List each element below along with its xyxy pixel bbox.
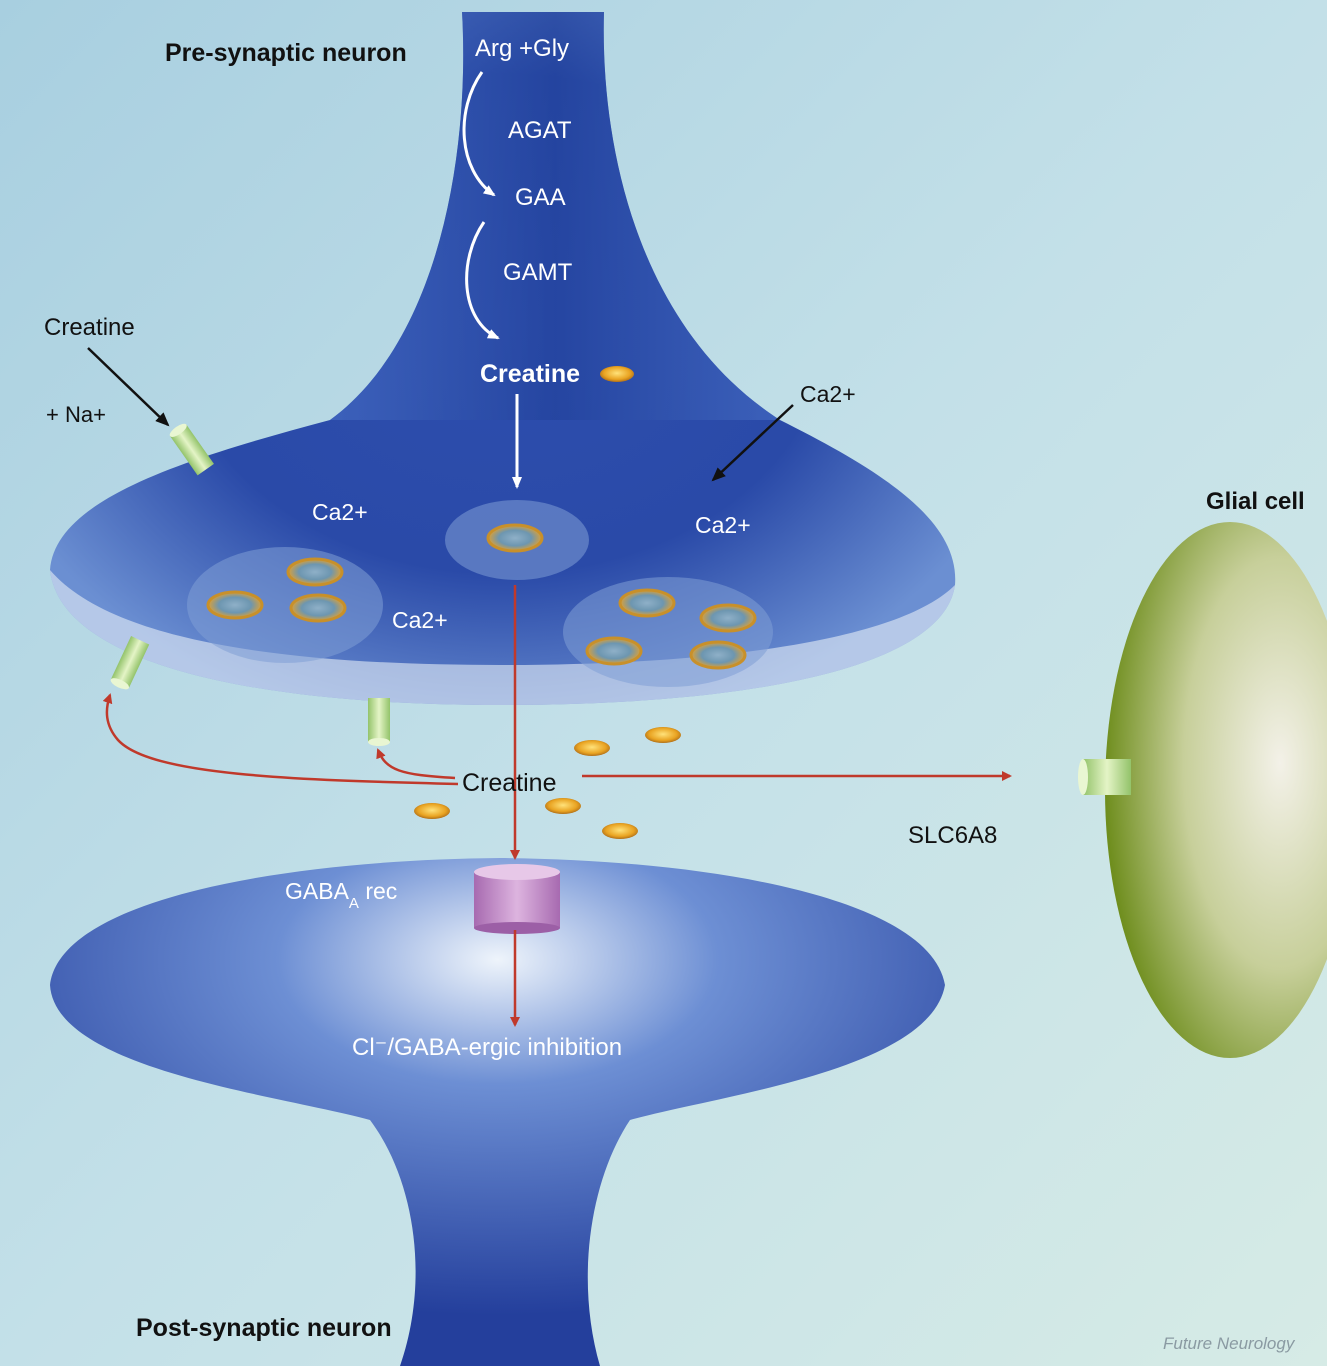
gamt-label: GAMT [503, 259, 573, 286]
credit-label: Future Neurology [1163, 1334, 1296, 1353]
inhibition-label: Cl⁻/GABA-ergic inhibition [352, 1034, 622, 1061]
creatine-cleft-label: Creatine [462, 769, 557, 797]
gaa-label: GAA [515, 184, 566, 211]
arg-gly-label: Arg +Gly [475, 35, 569, 62]
creatine-synth-label: Creatine [480, 360, 580, 388]
ca-right-label: Ca2+ [695, 512, 751, 538]
na-plus-label: + Na+ [46, 402, 106, 427]
agat-label: AGAT [508, 117, 572, 144]
ca-outer-label: Ca2+ [800, 381, 856, 407]
pre-synaptic-label: Pre-synaptic neuron [165, 39, 407, 67]
glial-cell-label: Glial cell [1206, 488, 1305, 515]
post-synaptic-label: Post-synaptic neuron [136, 1314, 392, 1342]
gaba-a-receptor [474, 864, 560, 934]
creatine-outer-label: Creatine [44, 314, 135, 341]
slc6a8-label: SLC6A8 [908, 822, 997, 849]
ca-mid-label: Ca2+ [392, 607, 448, 633]
ca-left-label: Ca2+ [312, 499, 368, 525]
